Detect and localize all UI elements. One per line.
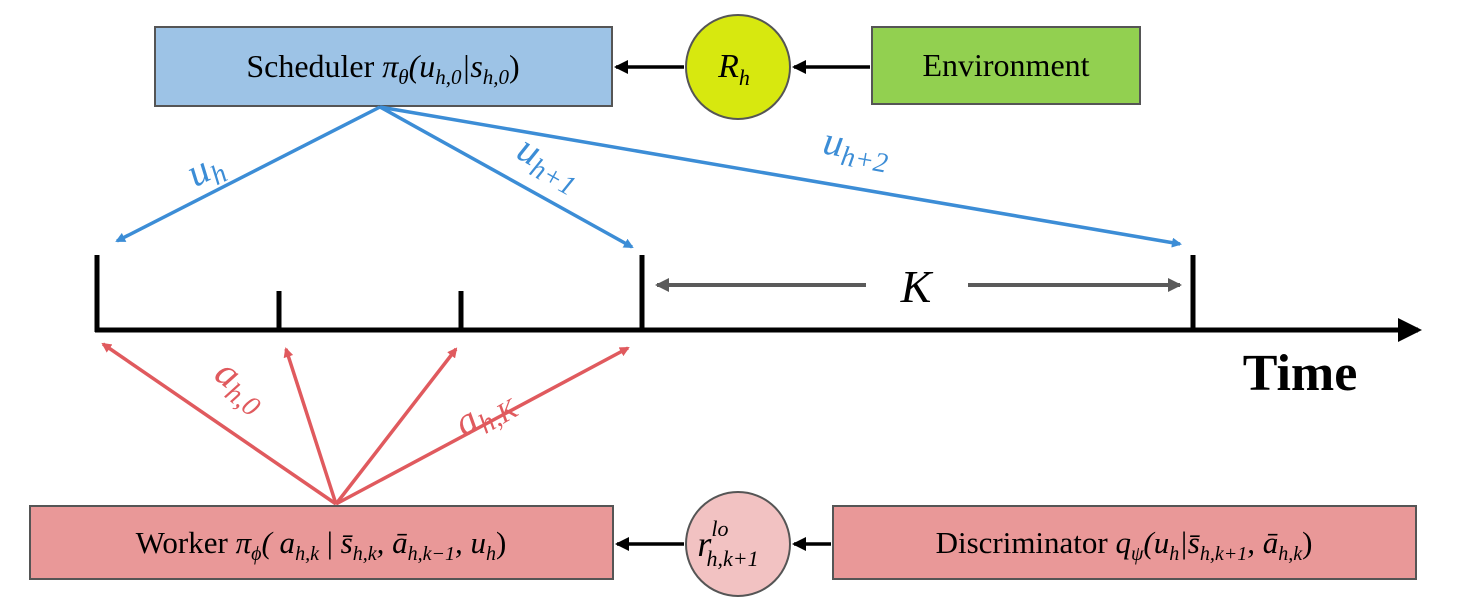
discriminator-formula: Discriminator qψ(uh|s̄h,k+1, āh,k) <box>936 525 1313 565</box>
worker-arrow-0 <box>101 342 337 506</box>
global-reward-label: Rh <box>717 48 750 90</box>
scheduler-formula: Scheduler πθ(uh,0|sh,0) <box>246 48 519 89</box>
time-axis-label: Time <box>1243 345 1358 402</box>
worker-box <box>29 505 614 580</box>
global-reward-node <box>685 14 791 120</box>
scheduler-arrow-u-h1 <box>379 105 634 249</box>
scheduler-box <box>154 26 613 107</box>
worker-arrow-1 <box>283 347 338 505</box>
worker-formula: Worker πϕ( ah,k | s̄h,k, āh,k−1, uh) <box>136 525 507 565</box>
interval-label: K <box>900 261 934 312</box>
label-u-h2: uh+2 <box>819 118 894 180</box>
label-a-h0: ah,0 <box>203 349 278 423</box>
local-reward-node <box>685 491 791 597</box>
discriminator-box <box>832 505 1417 580</box>
scheduler-arrow-u-h2 <box>379 105 1182 248</box>
worker-arrow-3 <box>335 346 630 506</box>
worker-arrow-2 <box>334 347 458 506</box>
environment-box <box>871 26 1141 105</box>
scheduler-arrow-u-h <box>115 105 381 243</box>
label-u-h: uh <box>179 140 232 201</box>
environment-label: Environment <box>922 47 1089 83</box>
